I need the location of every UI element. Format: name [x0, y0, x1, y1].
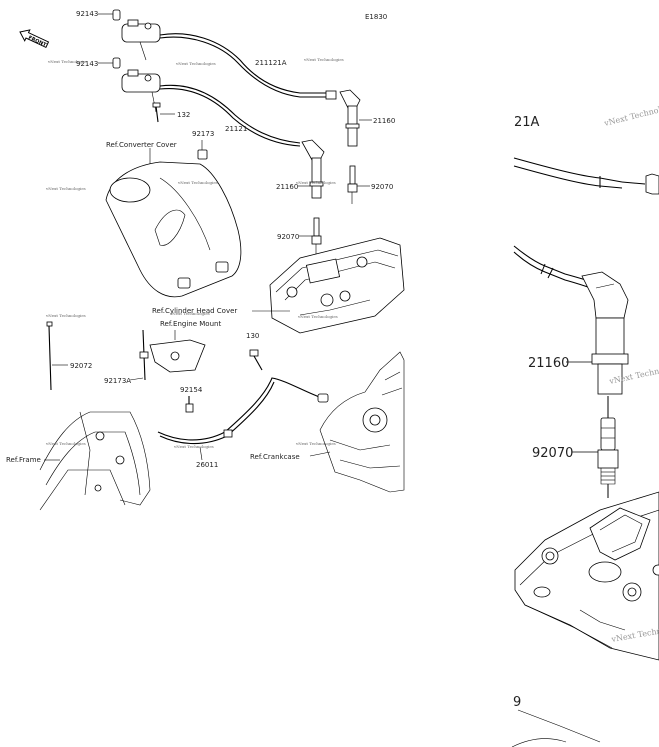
- label-130: 130: [246, 332, 259, 340]
- clamp-92173: [197, 140, 208, 160]
- zoom-label-21A: 21A: [514, 115, 540, 130]
- bolt-92154: [185, 396, 194, 413]
- zoom-label-9-partial: 9: [513, 695, 521, 710]
- watermark: vNext Technologies: [173, 444, 214, 449]
- label-211121A: 211121A: [255, 59, 287, 67]
- watermark: vNext Technologies: [45, 186, 86, 191]
- converter-cover: [105, 161, 242, 298]
- crankcase: [319, 351, 405, 493]
- zoom-bottom-lead: [517, 709, 601, 743]
- watermark: vNext Technologies: [175, 61, 216, 66]
- spark-plug-right: [347, 165, 358, 204]
- zoom-spark-plug: [597, 396, 619, 498]
- diagram-code: E1830: [365, 13, 387, 21]
- watermark: vNext Technologies: [297, 314, 338, 319]
- zoom-label-92070: 92070: [532, 446, 573, 461]
- leader-92173A: [129, 377, 144, 381]
- ignition-coil-upper: [112, 9, 161, 61]
- watermark: vNext Technologies: [602, 100, 659, 128]
- ground-lead-26011: [157, 377, 323, 441]
- zoom-bottom-arc: [511, 738, 567, 747]
- spark-plug-left: [311, 217, 322, 258]
- tie-band-92072: [46, 321, 53, 391]
- lead-21121: [159, 84, 301, 144]
- ref-crankcase: Ref.Crankcase: [250, 453, 300, 461]
- label-92143-mid: 92143: [76, 60, 98, 68]
- label-21160-left: 21160: [276, 183, 298, 191]
- watermark: vNext Technologies: [295, 180, 336, 185]
- label-92173A: 92173A: [104, 377, 131, 385]
- zoom-lead-upper: [513, 157, 623, 183]
- label-92070-right: 92070: [371, 183, 393, 191]
- ref-engine-mount: Ref.Engine Mount: [160, 320, 221, 328]
- label-21160-right: 21160: [373, 117, 395, 125]
- watermark: vNext Technologies: [295, 441, 336, 446]
- leader-crankcase: [309, 451, 331, 457]
- label-92143-top: 92143: [76, 10, 98, 18]
- watermark: vNext Technologies: [47, 59, 88, 64]
- label-26011: 26011: [196, 461, 218, 469]
- zoom-plug-cap: [581, 271, 629, 395]
- lead-211121A: [159, 33, 335, 94]
- watermark: vNext Technologies: [303, 57, 344, 62]
- watermark: vNext Technologies: [169, 311, 210, 316]
- zoom-detail: 21A vNext Technologies 21160 vNext Techn…: [511, 100, 659, 747]
- zoom-cylinder-head-cover: [514, 491, 659, 661]
- label-92070-left: 92070: [277, 233, 299, 241]
- label-92154: 92154: [180, 386, 203, 394]
- ref-cylinder-head-cover: Ref.Cylinder Head Cover: [152, 307, 237, 315]
- leader-26011: [199, 446, 203, 461]
- label-92173: 92173: [192, 130, 214, 138]
- bolt-132: [152, 102, 161, 123]
- plug-cap-right: [339, 89, 361, 147]
- clamp-92173A: [139, 329, 149, 381]
- ignition-coil-lower: [112, 57, 161, 113]
- watermark: vNext Technologies: [45, 441, 86, 446]
- zoom-label-21160: 21160: [528, 356, 569, 371]
- bolt-130: [249, 349, 263, 371]
- frame: [39, 411, 151, 511]
- label-132: 132: [177, 111, 190, 119]
- label-21121: 21121: [225, 125, 247, 133]
- watermark: vNext Technologies: [177, 180, 218, 185]
- engine-mount-bracket: [149, 339, 206, 373]
- label-92072: 92072: [70, 362, 92, 370]
- cylinder-head-cover: [269, 237, 405, 334]
- ref-converter-cover: Ref.Converter Cover: [106, 141, 177, 149]
- ref-frame: Ref.Frame: [6, 456, 41, 464]
- plug-cap-left: [301, 139, 325, 199]
- front-arrow-icon: FRONT: [19, 29, 50, 49]
- watermark: vNext Technologies: [45, 313, 86, 318]
